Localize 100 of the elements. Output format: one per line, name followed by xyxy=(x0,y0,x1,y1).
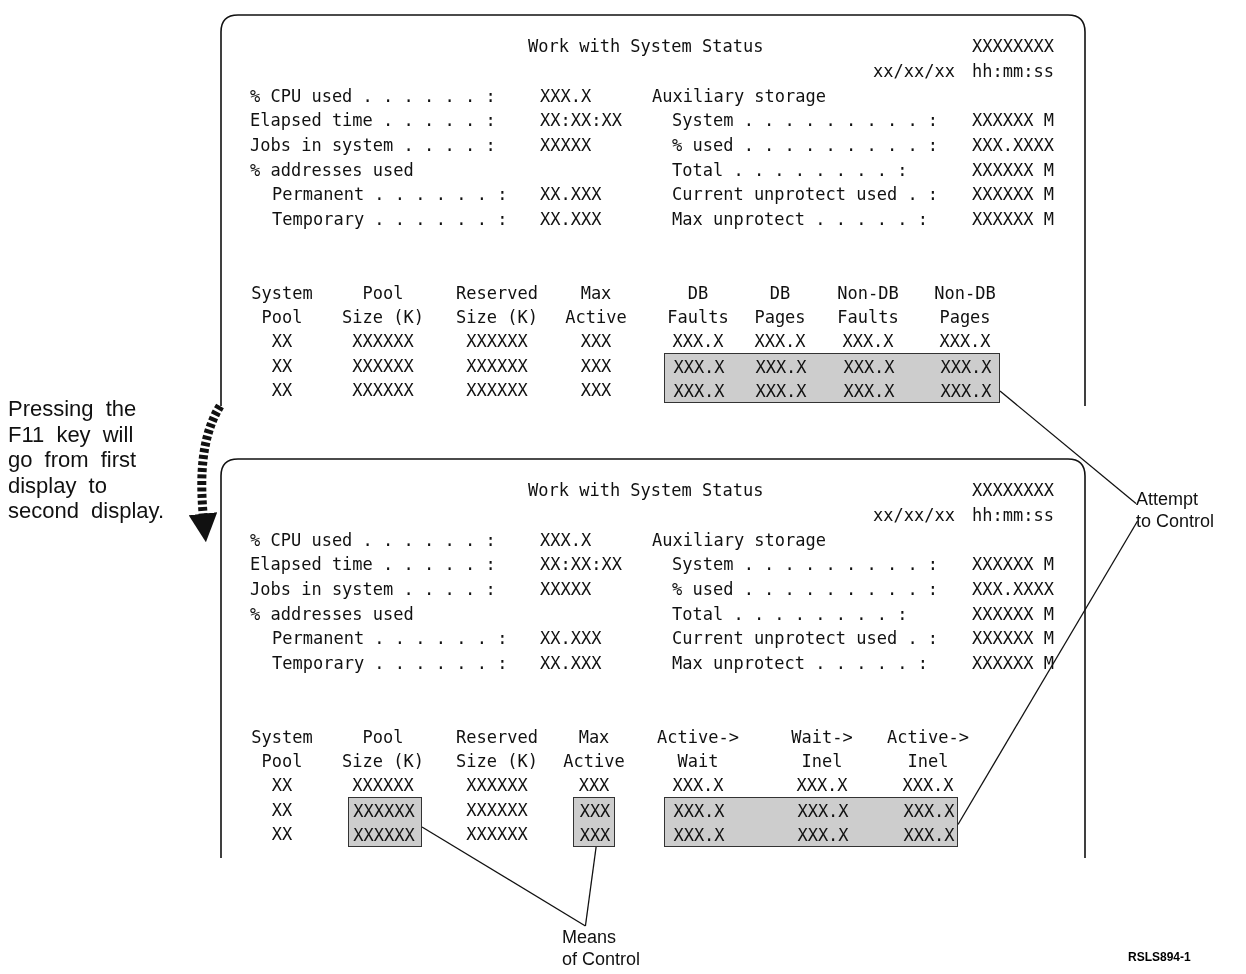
field-value: XX.XXX xyxy=(540,652,602,675)
field-value: XXXXXX M xyxy=(972,183,1054,206)
field-value: XXX.XXXX xyxy=(972,578,1054,601)
field-value: XXXXXX M xyxy=(972,603,1054,626)
field-label: Max unprotect . . . . . : xyxy=(672,208,928,231)
field-value: xx/xx/xx xyxy=(873,504,955,527)
table-cell-text: XXXXXX xyxy=(352,355,414,378)
field-label: System . . . . . . . . . : xyxy=(672,553,939,576)
table-cell-text: XXXXXX xyxy=(466,799,528,822)
table-cell-text: XXXXXX xyxy=(353,800,415,823)
field-label: Auxiliary storage xyxy=(652,85,826,108)
screen-title: Work with System Status xyxy=(528,479,764,502)
table-cell-text: XXX.X xyxy=(673,800,725,823)
table-cell-text: XXX xyxy=(579,824,611,847)
field-value: XXX.XXXX xyxy=(972,134,1054,157)
field-label: Permanent . . . . . . : xyxy=(272,627,508,650)
column-header: Pool Size (K) xyxy=(342,726,424,773)
field-value: XXXXXXXX xyxy=(972,35,1054,58)
leader-line xyxy=(584,846,597,927)
table-cell-text: XXXXXX xyxy=(352,774,414,797)
table-cell-text: XXX.X xyxy=(672,774,724,797)
field-label: % CPU used . . . . . . : xyxy=(250,85,496,108)
table-cell-text: XXX.X xyxy=(797,824,849,847)
field-label: Elapsed time . . . . . : xyxy=(250,109,496,132)
leader-line xyxy=(421,826,587,927)
display-screen xyxy=(220,458,1086,858)
field-value: XX:XX:XX xyxy=(540,553,622,576)
table-cell-text: XXX.X xyxy=(672,330,724,353)
highlighted-cells xyxy=(664,797,958,847)
field-value: hh:mm:ss xyxy=(972,504,1054,527)
table-cell-text: XXX.X xyxy=(673,380,725,403)
column-header: Wait-> Inel xyxy=(791,726,853,773)
field-label: % addresses used xyxy=(250,159,414,182)
table-cell-text: XX xyxy=(271,799,293,822)
field-label: % used . . . . . . . . . : xyxy=(672,578,939,601)
column-header: Pool Size (K) xyxy=(342,282,424,329)
table-cell-text: XX xyxy=(271,330,293,353)
field-value: XXXXXX M xyxy=(972,109,1054,132)
callout-label: Attempt to Control xyxy=(1136,488,1215,532)
table-cell-text: XXX xyxy=(580,355,612,378)
field-value: XX.XXX xyxy=(540,627,602,650)
field-label: Total . . . . . . . . : xyxy=(672,159,908,182)
table-cell-text: XXX.X xyxy=(796,774,848,797)
table-cell-text: XXX.X xyxy=(939,330,991,353)
table-cell-text: XX xyxy=(271,355,293,378)
field-label: System . . . . . . . . . : xyxy=(672,109,939,132)
table-cell-text: XXX.X xyxy=(940,356,992,379)
field-label: Jobs in system . . . . : xyxy=(250,134,496,157)
column-header: Max Active xyxy=(565,282,627,329)
field-value: XXX.X xyxy=(540,529,592,552)
table-cell-text: XXXXXX xyxy=(352,330,414,353)
table-cell-text: XXX.X xyxy=(903,800,955,823)
table-cell-text: XXX.X xyxy=(940,380,992,403)
transition-arrow xyxy=(188,403,224,543)
column-header: Non-DB Pages xyxy=(934,282,996,329)
field-label: Temporary . . . . . . : xyxy=(272,652,508,675)
field-label: Current unprotect used . : xyxy=(672,183,939,206)
column-header: Max Active xyxy=(563,726,625,773)
field-label: Current unprotect used . : xyxy=(672,627,939,650)
field-value: XXXXXX M xyxy=(972,208,1054,231)
field-label: % CPU used . . . . . . : xyxy=(250,529,496,552)
table-cell-text: XX xyxy=(271,379,293,402)
callout-label: Means of Control xyxy=(562,926,641,970)
field-value: XXX.X xyxy=(540,85,592,108)
field-value: hh:mm:ss xyxy=(972,60,1054,83)
table-cell-text: XXX.X xyxy=(797,800,849,823)
column-header: DB Faults xyxy=(667,282,729,329)
table-cell-text: XXX.X xyxy=(754,330,806,353)
highlighted-cells xyxy=(348,797,422,847)
table-cell-text: XXX xyxy=(579,800,611,823)
table-cell-text: XXX.X xyxy=(842,330,894,353)
table-cell-text: XXXXXX xyxy=(466,355,528,378)
table-cell-text: XXX.X xyxy=(843,356,895,379)
field-value: XXXXXXXX xyxy=(972,479,1054,502)
column-header: Active-> Inel xyxy=(887,726,969,773)
leader-line xyxy=(957,520,1139,826)
table-cell-text: XXX.X xyxy=(902,774,954,797)
column-header: System Pool xyxy=(251,282,313,329)
field-value: XXXXX xyxy=(540,578,592,601)
figure-id: RSLS894-1 xyxy=(1128,950,1191,964)
field-label: Max unprotect . . . . . : xyxy=(672,652,928,675)
column-header: Reserved Size (K) xyxy=(456,726,538,773)
field-label: Permanent . . . . . . : xyxy=(272,183,508,206)
screen-title: Work with System Status xyxy=(528,35,764,58)
table-cell-text: XX xyxy=(271,823,293,846)
table-cell-text: XXXXXX xyxy=(466,823,528,846)
table-cell-text: XXX.X xyxy=(903,824,955,847)
field-value: xx/xx/xx xyxy=(873,60,955,83)
table-cell-text: XXXXXX xyxy=(466,774,528,797)
leader-line xyxy=(999,390,1137,505)
table-cell-text: XXX.X xyxy=(843,380,895,403)
table-cell-text: XXXXXX xyxy=(353,824,415,847)
table-cell-text: XXX xyxy=(580,379,612,402)
table-cell-text: XXX.X xyxy=(673,356,725,379)
highlighted-cells xyxy=(573,797,615,847)
display-screen xyxy=(220,14,1086,406)
field-label: Auxiliary storage xyxy=(652,529,826,552)
field-value: XX.XXX xyxy=(540,183,602,206)
column-header: Active-> Wait xyxy=(657,726,739,773)
field-value: XXXXXX M xyxy=(972,627,1054,650)
